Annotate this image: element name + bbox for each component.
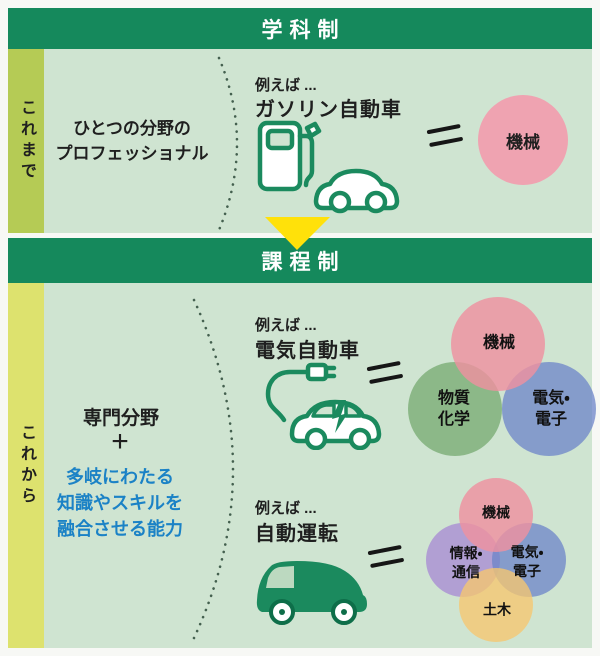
- formula-base: 専門分野: [82, 408, 159, 429]
- car-wheel-right: [348, 427, 372, 450]
- example2-title: 電気自動車: [255, 340, 360, 362]
- car-wheel-left: [304, 427, 328, 450]
- field-label: 機械: [482, 334, 516, 352]
- formula-ability: 多岐にわたる 知識やスキルを 融合させる能力: [14, 464, 226, 542]
- ability-line3: 融合させる能力: [57, 519, 183, 539]
- field-label: 物質 化学: [437, 390, 471, 428]
- field-circle-civil-engineering: [459, 568, 533, 642]
- plug-prongs: [323, 365, 337, 379]
- field-circle-mechanical: [459, 478, 533, 552]
- side-tab-before: これまで: [8, 49, 44, 233]
- charging-cable: [265, 369, 311, 423]
- field-label: 機械: [482, 504, 510, 521]
- van-hub-right: [341, 609, 347, 615]
- power-plug: [305, 362, 329, 382]
- van-windshield: [266, 566, 294, 588]
- field-label: 機械: [506, 132, 540, 152]
- venn-diagram-electric-car: 機械 物質 化学 電気・ 電子: [408, 296, 596, 456]
- section-header-after: 課程制: [8, 238, 592, 283]
- venn-diagram-autonomous-driving: 機械 情報・ 通信 電気・ 電子 土木: [420, 470, 566, 642]
- field-label: 電気・ 電子: [532, 390, 570, 428]
- before-description-line2: プロフェッショナル: [55, 144, 209, 163]
- section-header-before: 学科制: [8, 8, 592, 49]
- section-title-before: 学科制: [261, 18, 346, 42]
- car-window-left: [311, 403, 336, 418]
- section-title-after: 課程制: [261, 250, 346, 274]
- autonomous-car-icon: [256, 561, 367, 625]
- car-wheel-left: [328, 190, 352, 214]
- example1-prefix: 例えば ...: [255, 77, 317, 94]
- example1-title: ガソリン自動車: [255, 99, 402, 121]
- field-label: 電気・ 電子: [510, 544, 544, 579]
- example3-title: 自動運転: [255, 523, 339, 545]
- field-circle-mechanical: 機械: [478, 95, 568, 185]
- gas-pump-nozzle: [304, 121, 322, 139]
- van-hub-left: [279, 609, 285, 615]
- ability-line1: 多岐にわたる: [66, 467, 174, 487]
- gas-pump-hose: [297, 133, 315, 188]
- ability-line2: 知識やスキルを: [57, 493, 183, 513]
- before-description-line1: ひとつの分野の: [73, 119, 191, 138]
- side-tab-after-label: これから: [18, 423, 35, 508]
- car-wheel-right: [364, 190, 388, 214]
- field-circle-mechanical: [451, 297, 545, 391]
- lightning-bolt-icon: [332, 400, 348, 433]
- example2-prefix: 例えば ...: [255, 317, 317, 334]
- field-label: 情報・ 通信: [449, 545, 483, 580]
- side-tab-after: これから: [8, 283, 44, 648]
- before-description: ひとつの分野の プロフェッショナル: [30, 116, 234, 166]
- example3-prefix: 例えば ...: [255, 500, 317, 517]
- gas-pump-and-car-icon: [257, 120, 400, 214]
- gas-pump-screen: [265, 128, 295, 151]
- side-tab-before-label: これまで: [18, 99, 35, 183]
- plus-icon: +: [111, 425, 129, 458]
- electric-car-icon: [265, 362, 382, 450]
- car-window-right: [344, 403, 362, 418]
- field-label: 土木: [483, 601, 511, 618]
